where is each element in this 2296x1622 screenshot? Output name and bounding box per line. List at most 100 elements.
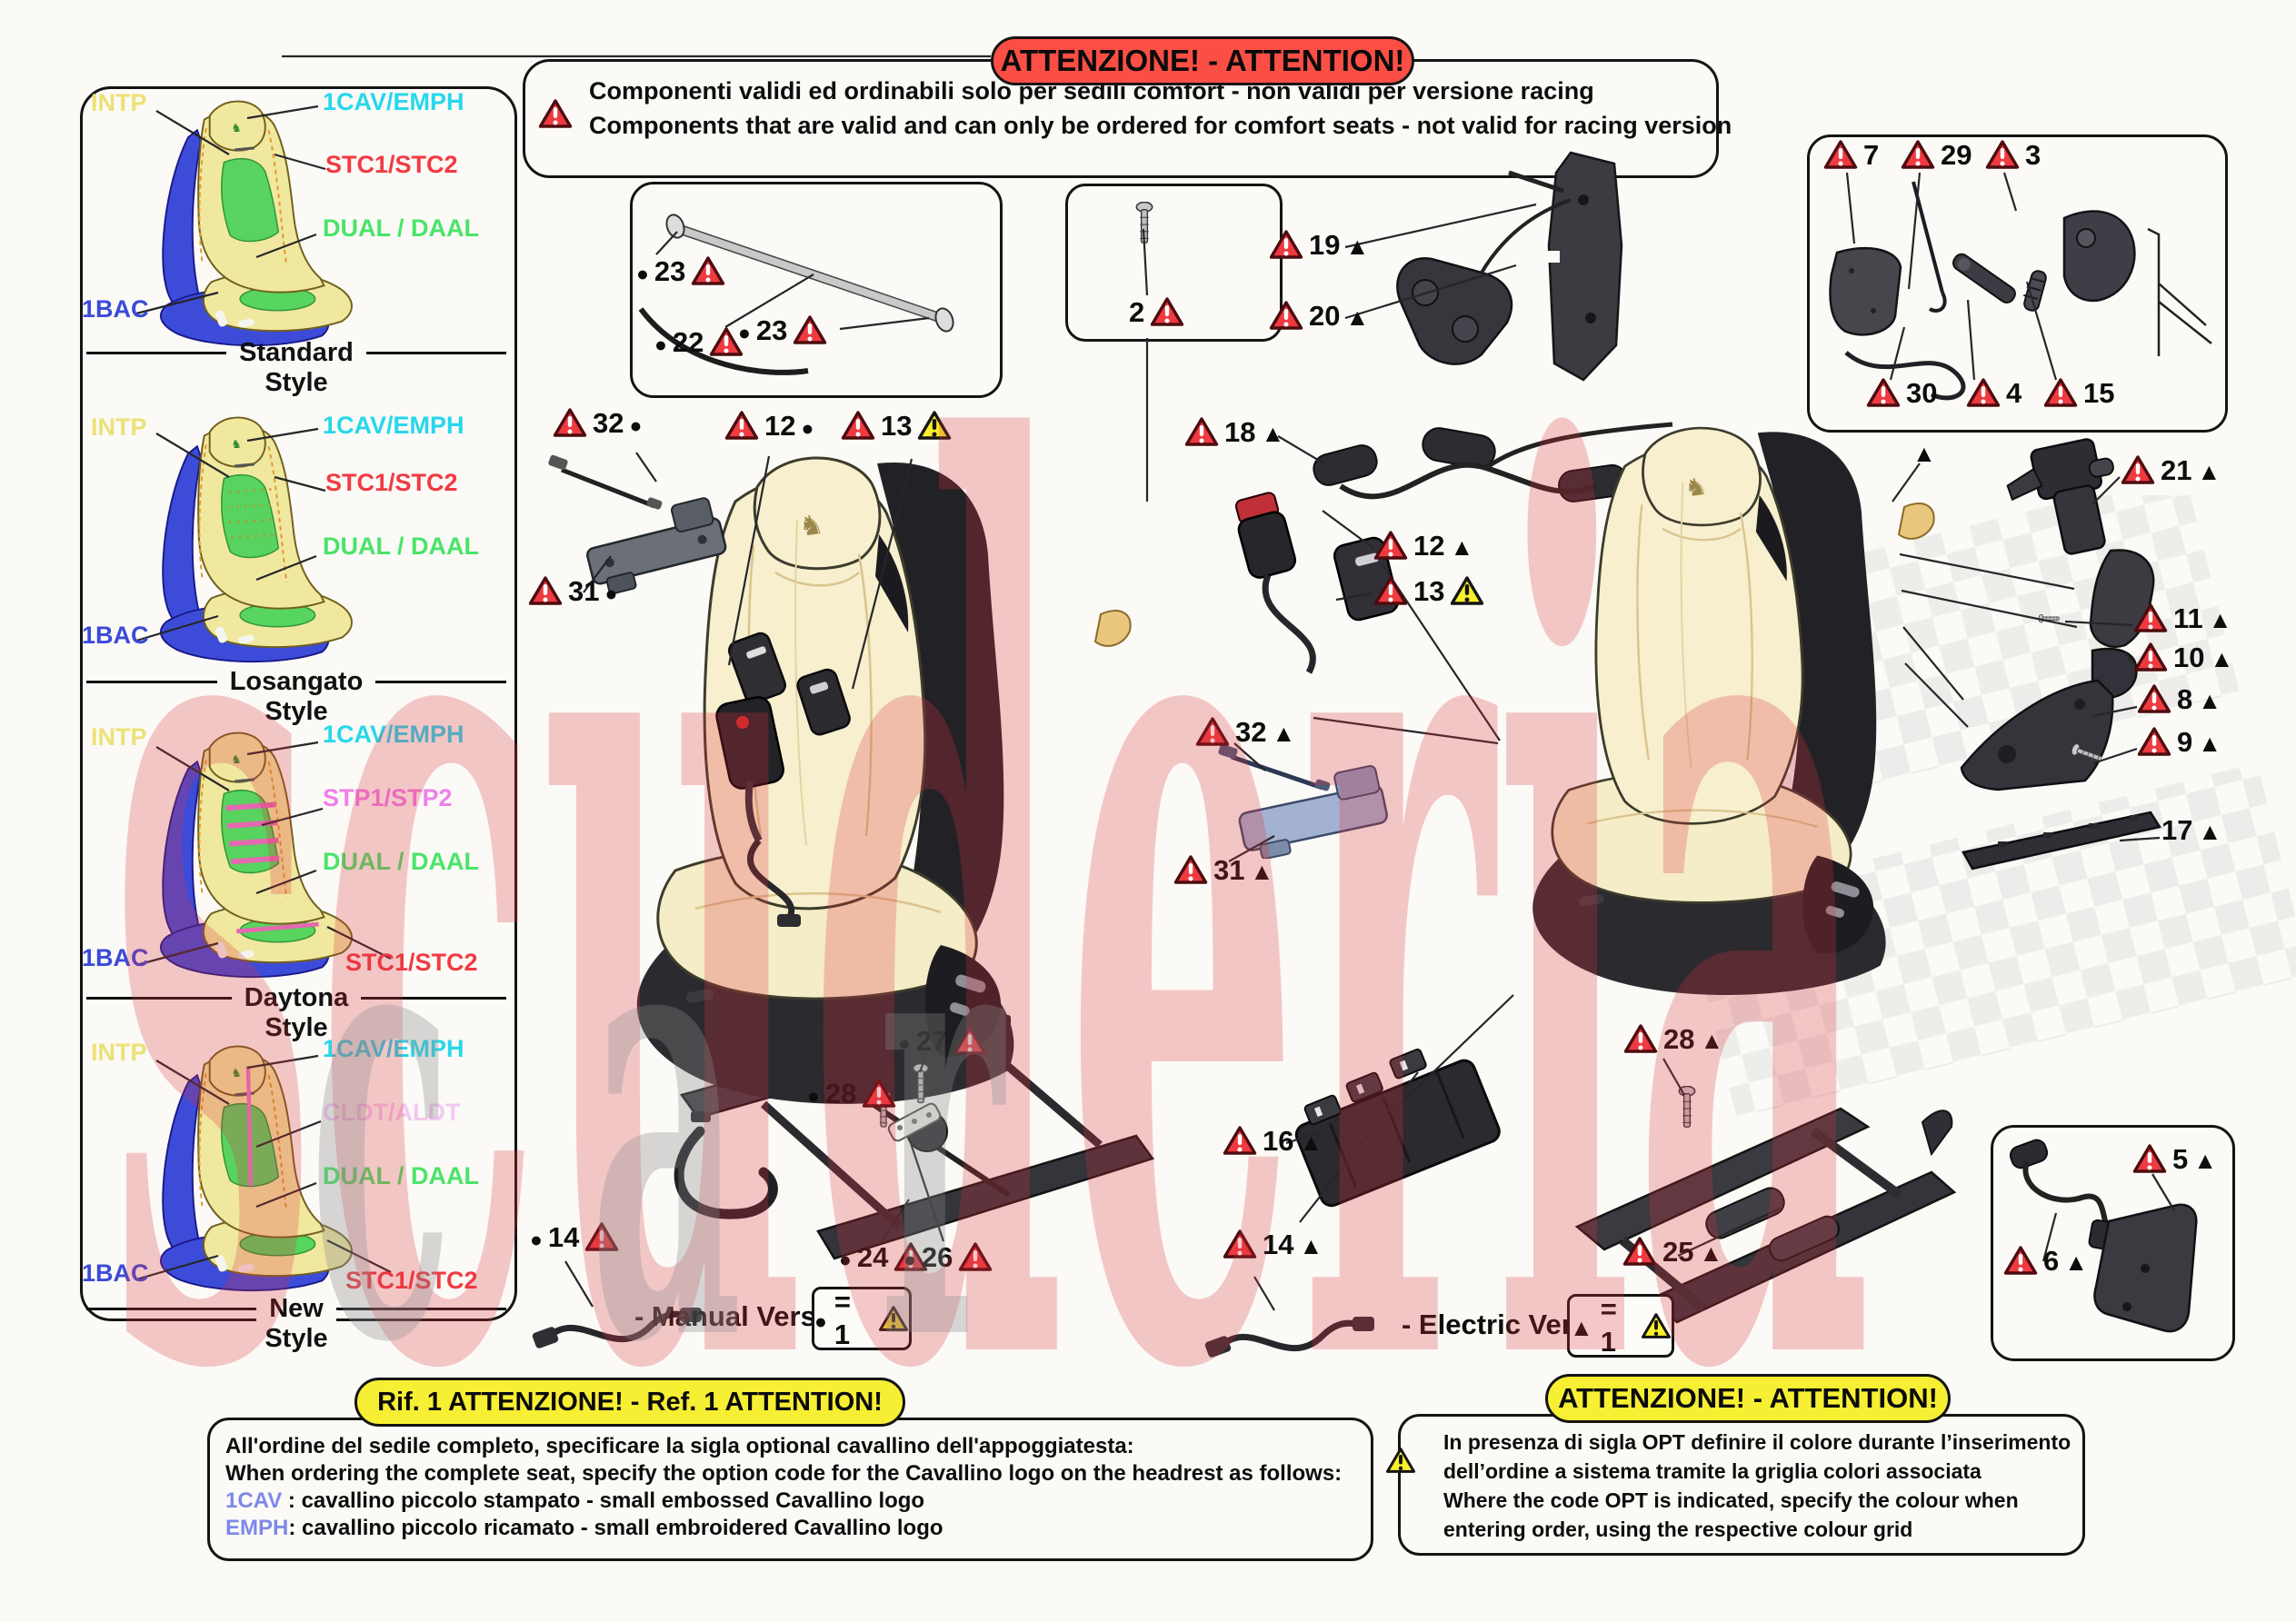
part-label-27-manual: 27 — [898, 1025, 987, 1056]
part-number: 11 — [2173, 602, 2203, 634]
part-number: 14 — [547, 1220, 580, 1253]
electric-triangle-marker — [1345, 231, 1369, 259]
opt-line1: In presenza di sigla OPT definire il col… — [1443, 1430, 2071, 1454]
electric-cable-panel-box — [1991, 1125, 2235, 1361]
part-number: 15 — [2083, 376, 2115, 409]
code-emph: EMPH — [225, 1516, 289, 1540]
part-number: 9 — [2177, 725, 2193, 758]
part-number: 5 — [2172, 1142, 2189, 1175]
electric-triangle-marker — [1912, 438, 1936, 466]
warning-triangle-red-icon — [2133, 642, 2168, 672]
electric-triangle-marker — [1261, 418, 1284, 446]
warning-triangle-red-icon — [1622, 1236, 1657, 1267]
warning-triangle-red-icon — [1373, 530, 1408, 561]
ref1-line2: When ordering the complete seat, specify… — [225, 1461, 1343, 1486]
warning-triangle-red-icon — [553, 407, 587, 438]
label-dual-4: DUAL / DAAL — [323, 1162, 479, 1189]
part-number: 26 — [921, 1240, 953, 1273]
electric-triangle-marker — [2198, 816, 2221, 844]
electric-triangle-marker — [1299, 1230, 1323, 1259]
electric-harness-figure — [1313, 422, 1673, 503]
label-dual-3: DUAL / DAAL — [323, 848, 479, 875]
part-number: 13 — [1413, 574, 1445, 607]
warning-triangle-red-icon — [1623, 1023, 1658, 1054]
part-label-32-electric: 32 — [1195, 716, 1295, 747]
part-number: 23 — [755, 313, 788, 346]
label-cav-1: 1CAV/EMPH — [323, 88, 464, 115]
part-number: 31 — [1213, 853, 1245, 886]
label-stc-3: STC1/STC2 — [345, 949, 478, 976]
part-label-20-electric: 20 — [1269, 300, 1369, 331]
daytona-style-seat-figure — [109, 722, 382, 981]
part-number: 29 — [1941, 138, 1972, 171]
part-label-4: 4 — [1966, 377, 2021, 408]
part-label-14-manual: 14 — [530, 1221, 619, 1252]
part-label-2: 2 — [1129, 296, 1184, 327]
part-number: 3 — [2025, 138, 2041, 171]
part-number: 2 — [1129, 295, 1145, 328]
manual-dot-marker — [801, 412, 814, 440]
label-dual-1: DUAL / DAAL — [323, 214, 479, 242]
part-number: 12 — [764, 409, 796, 442]
part-number: 28 — [1663, 1022, 1695, 1055]
backrest-motor-figure — [2006, 438, 2114, 555]
part-number: 32 — [593, 406, 624, 439]
label-dual-2: DUAL / DAAL — [323, 532, 479, 560]
part-label-12-electric: 12 — [1373, 530, 1473, 561]
part-number: 25 — [1662, 1235, 1694, 1268]
part-label-21-electric: 21 — [2121, 454, 2221, 485]
label-stc-4: STC1/STC2 — [345, 1267, 478, 1294]
part-label-13-manual: 13 — [841, 410, 952, 441]
part-number: 14 — [1263, 1228, 1294, 1260]
seat-ecu-figure — [1294, 1048, 1501, 1208]
part-label-24-manual: 24 — [839, 1241, 928, 1272]
style-caption-daytona: Daytona Style — [86, 983, 507, 1043]
warning-triangle-yellow-icon — [1450, 575, 1484, 606]
part-label-25-electric: 25 — [1622, 1236, 1722, 1267]
top-attention-pill: ATTENZIONE! - ATTENTION! — [991, 36, 1414, 85]
warning-triangle-red-icon — [862, 1078, 896, 1109]
new-style-seat-figure — [109, 1036, 382, 1295]
headrest-mechanism-box — [1807, 134, 2228, 433]
electric-triangle-marker — [2198, 685, 2221, 713]
style-caption-new: New Style — [86, 1294, 507, 1354]
manual-harness-cable-figure — [532, 1308, 702, 1348]
electric-seat-marker — [1912, 438, 1936, 466]
manual-dot-marker — [898, 1027, 911, 1055]
label-bac-2: 1BAC — [82, 622, 149, 649]
warning-triangle-red-icon — [793, 314, 827, 345]
rail-strip-17-figure — [1962, 811, 2161, 871]
part-label-6-electric: 6 — [2003, 1245, 2088, 1276]
electric-recliner-actuator-figure — [1218, 743, 1388, 859]
electric-seat-figure — [1441, 409, 1935, 1081]
label-intp-3: INTP — [91, 723, 147, 751]
code-1cav: 1CAV — [225, 1488, 283, 1513]
part-label-14-electric: 14 — [1223, 1229, 1323, 1259]
electric-triangle-marker — [2197, 456, 2221, 484]
warning-triangle-yellow-icon — [878, 1305, 909, 1332]
warning-triangle-yellow-icon — [1385, 1447, 1416, 1474]
part-number: 7 — [1863, 138, 1880, 171]
warning-triangle-yellow-icon — [1641, 1312, 1672, 1339]
part-label-23-left: 23 — [636, 255, 725, 286]
manual-dot-marker — [903, 1243, 916, 1271]
electric-triangle-marker — [1272, 718, 1295, 746]
warning-triangle-red-icon — [953, 1025, 987, 1056]
part-label-18-electric: 18 — [1184, 416, 1284, 447]
part-number: 20 — [1309, 299, 1341, 332]
part-number: 16 — [1263, 1124, 1294, 1157]
manual-dot-marker — [807, 1080, 820, 1108]
warning-triangle-red-icon — [1823, 139, 1858, 170]
part-number: 32 — [1235, 715, 1267, 748]
side-trim-figure — [2089, 549, 2155, 700]
electric-harness-cable-figure — [1204, 1317, 1374, 1358]
label-intp-4: INTP — [91, 1039, 147, 1066]
label-intp-1: INTP — [91, 89, 147, 116]
part-number: 22 — [672, 325, 704, 358]
label-cldt-4: CLDT/ALDT — [323, 1099, 461, 1126]
warning-triangle-red-icon — [538, 98, 573, 129]
electric-triangle-marker — [1299, 1127, 1323, 1155]
part-number: 27 — [915, 1024, 948, 1057]
